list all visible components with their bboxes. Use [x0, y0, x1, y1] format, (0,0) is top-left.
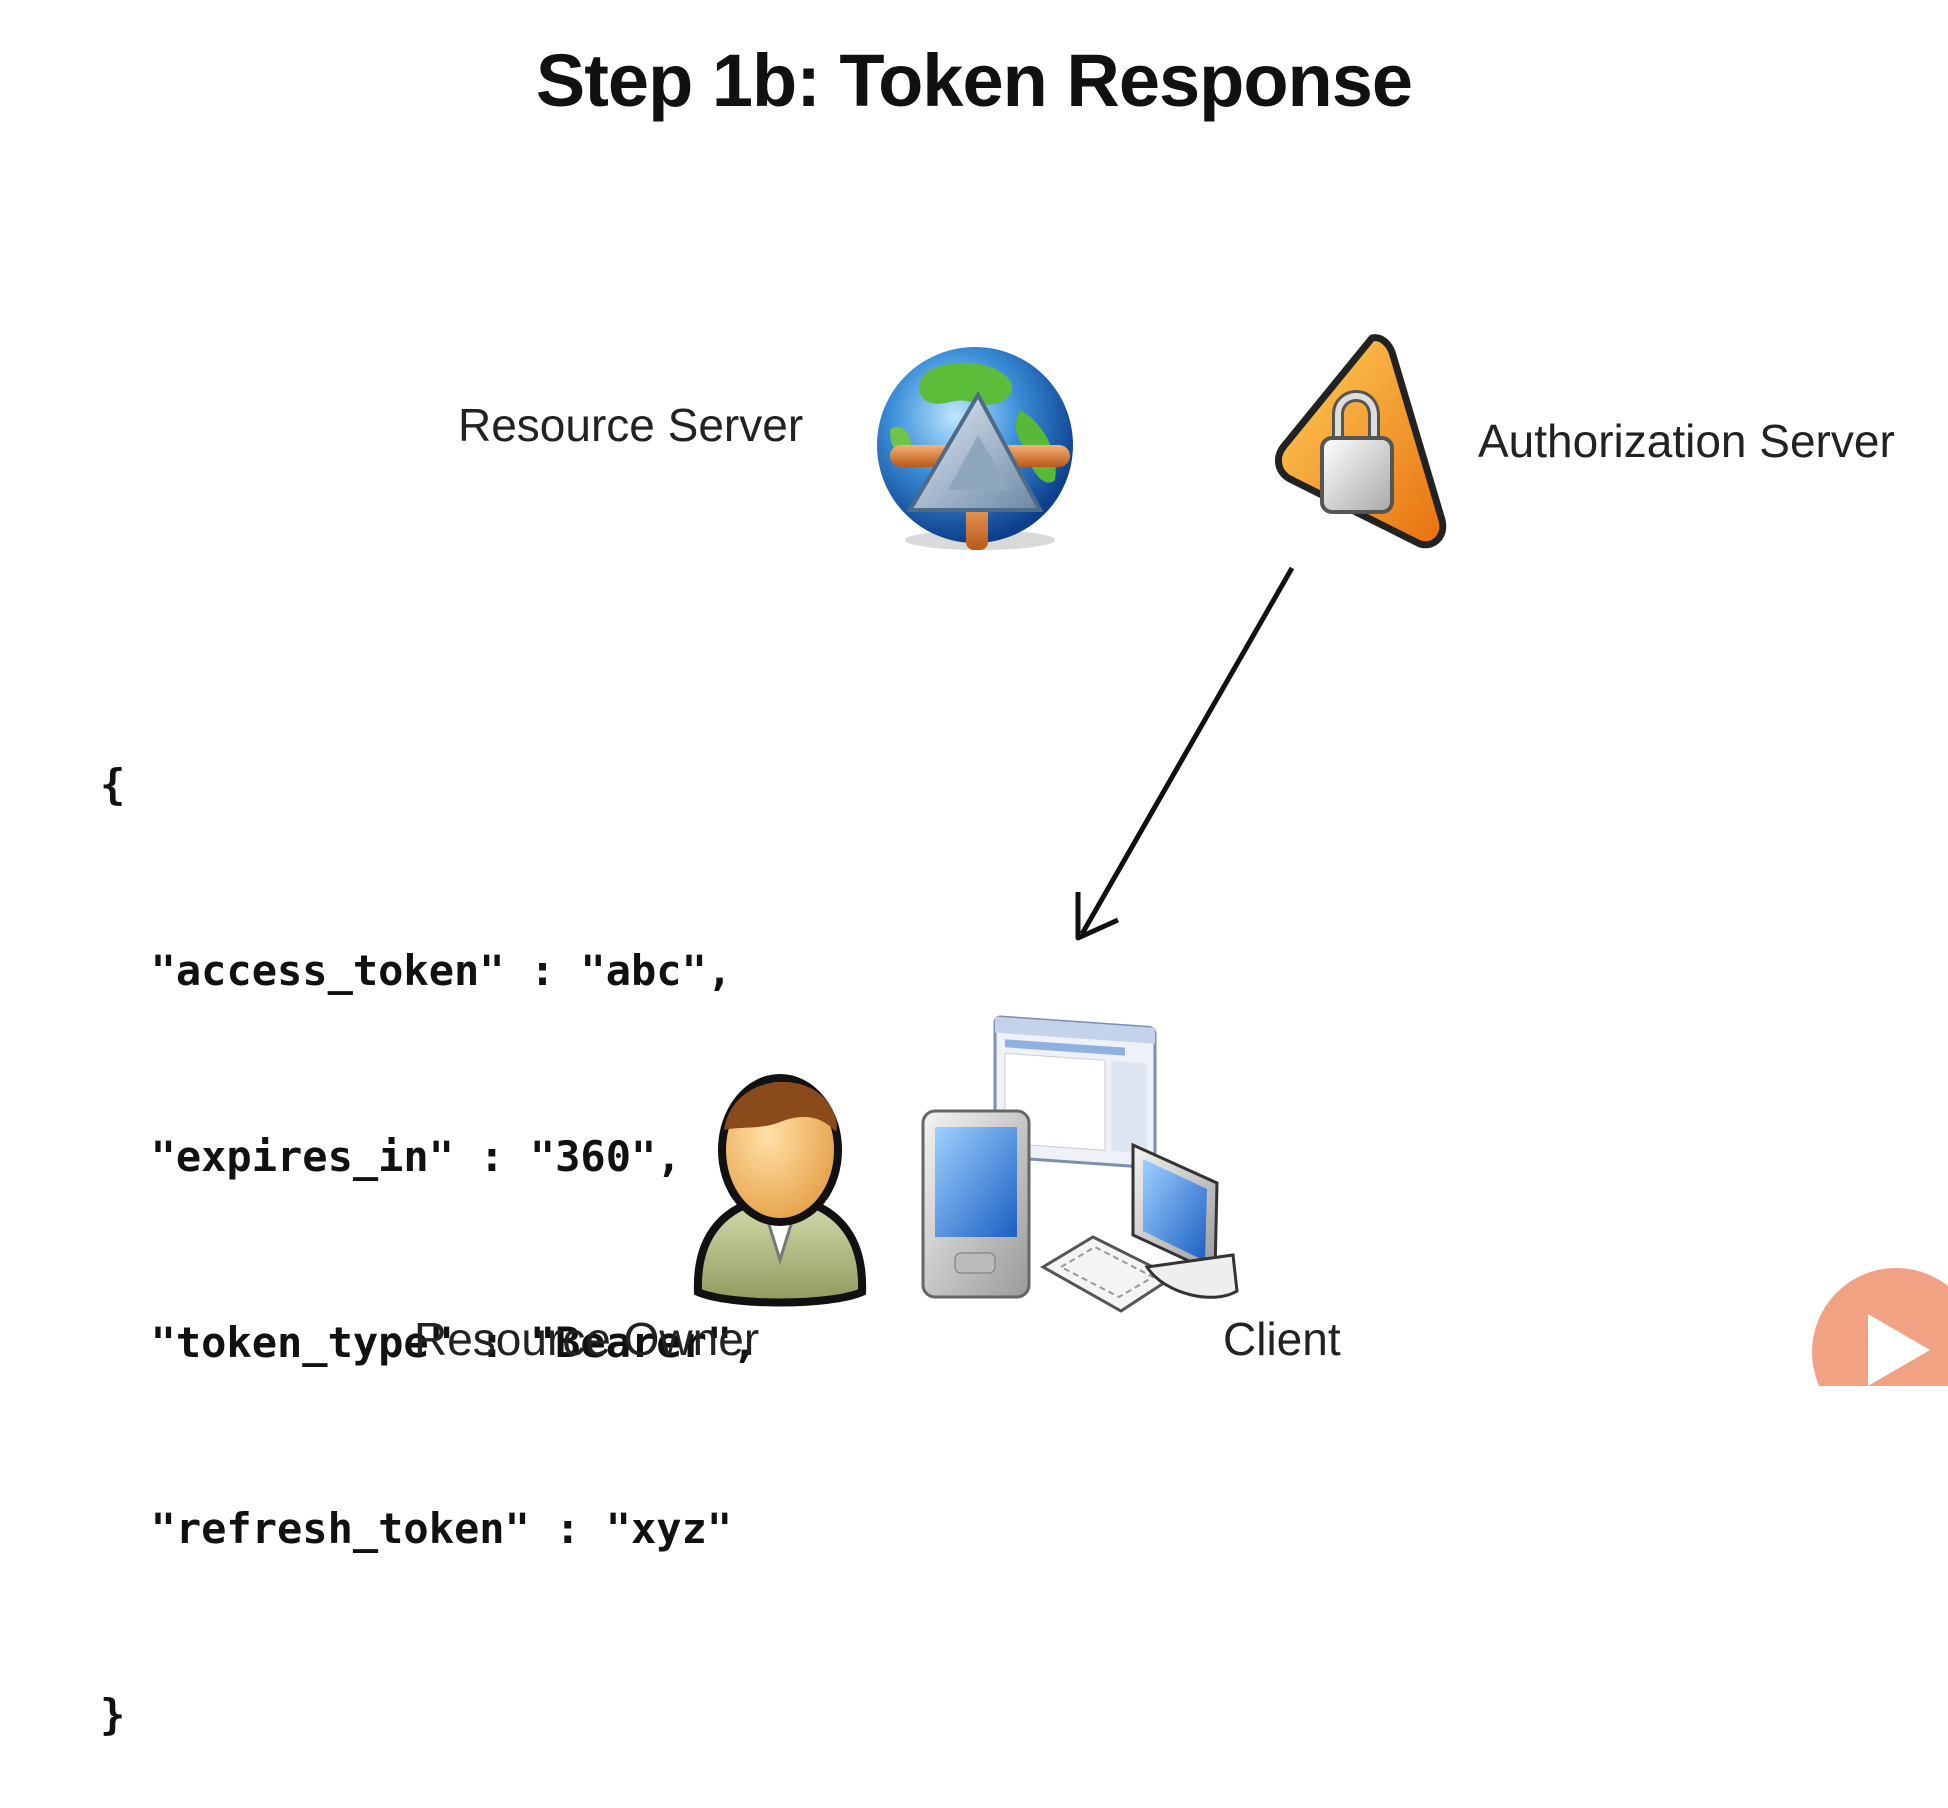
resource-server-label: Resource Server	[458, 399, 804, 451]
json-line-token-type: "token_type" : "Bearer",	[100, 1318, 758, 1367]
json-line-expires-in: "expires_in" : "360",	[100, 1132, 682, 1181]
client-label: Client	[1223, 1313, 1341, 1365]
globe-icon	[870, 340, 1080, 560]
lock-warning-icon	[1262, 330, 1452, 560]
json-line: }	[100, 1690, 126, 1739]
play-icon[interactable]	[1808, 1264, 1948, 1386]
json-line: {	[100, 760, 126, 809]
json-line-access-token: "access_token" : "abc",	[100, 946, 733, 995]
token-response-json: { "access_token" : "abc", "expires_in" :…	[100, 630, 757, 1808]
json-line-refresh-token: "refresh_token" : "xyz"	[100, 1504, 733, 1553]
resource-owner-label: Resource Owner	[414, 1313, 760, 1365]
response-arrow	[1060, 560, 1300, 950]
authorization-server-label: Authorization Server	[1478, 415, 1895, 467]
slide-title: Step 1b: Token Response	[535, 39, 1413, 122]
user-icon	[690, 1070, 870, 1310]
devices-icon	[915, 1005, 1255, 1325]
